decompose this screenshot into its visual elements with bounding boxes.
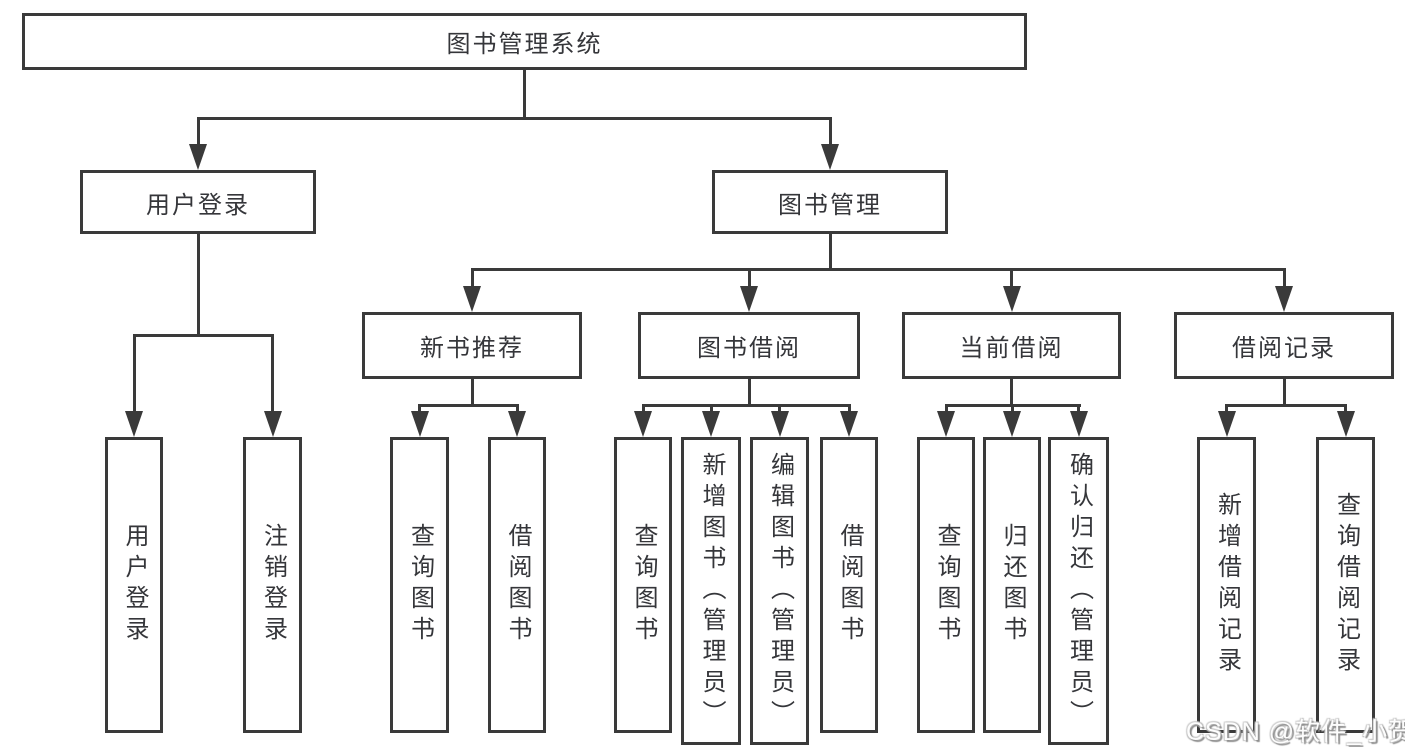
connector-line	[196, 118, 200, 146]
node-leaf-return-book: 归还图书	[983, 437, 1041, 733]
connector-line	[515, 405, 519, 413]
node-current-borrow: 当前借阅	[902, 312, 1121, 379]
connector-line	[196, 234, 200, 337]
connector-line	[470, 269, 474, 288]
connector-line	[641, 405, 645, 413]
node-leaf-query-book-1: 查询图书	[390, 437, 449, 733]
connector-line	[1225, 403, 1347, 407]
arrow-down-icon	[937, 411, 955, 437]
node-root-system: 图书管理系统	[22, 13, 1027, 70]
connector-line	[828, 118, 832, 146]
arrow-down-icon	[821, 144, 839, 170]
connector-line	[196, 116, 832, 120]
connector-line	[418, 403, 519, 407]
arrow-down-icon	[840, 411, 858, 437]
connector-line	[1282, 379, 1286, 407]
connector-line	[1010, 405, 1014, 413]
arrow-down-icon	[1217, 411, 1236, 437]
connector-line	[470, 379, 474, 407]
node-leaf-query-book-3: 查询图书	[917, 437, 975, 733]
connector-line	[1344, 405, 1347, 413]
arrow-down-icon	[410, 411, 429, 437]
node-leaf-add-borrow-record: 新增借阅记录	[1197, 437, 1256, 733]
connector-line	[709, 405, 713, 413]
node-leaf-borrow-book-2: 借阅图书	[820, 437, 878, 733]
connector-line	[778, 405, 781, 413]
connector-line	[1282, 269, 1286, 288]
connector-line	[1077, 405, 1080, 413]
arrow-down-icon	[634, 411, 652, 437]
connector-line	[1225, 405, 1228, 413]
node-book-management-module: 图书管理	[712, 170, 948, 234]
arrow-down-icon	[508, 411, 526, 437]
connector-line	[470, 267, 1286, 271]
connector-line	[847, 405, 851, 413]
connector-line	[271, 335, 274, 413]
arrow-down-icon	[1069, 411, 1088, 437]
node-leaf-logout: 注销登录	[243, 437, 302, 733]
arrow-down-icon	[702, 411, 720, 437]
connector-line	[747, 379, 751, 407]
node-leaf-query-borrow-record: 查询借阅记录	[1316, 437, 1375, 733]
node-user-login-module: 用户登录	[80, 170, 316, 234]
arrow-down-icon	[1336, 411, 1355, 437]
arrow-down-icon	[1003, 411, 1021, 437]
node-new-book-recommend: 新书推荐	[362, 312, 582, 379]
connector-line	[1010, 269, 1013, 288]
arrow-down-icon	[1275, 286, 1293, 312]
connector-line	[747, 269, 751, 288]
node-borrow-record: 借阅记录	[1174, 312, 1394, 379]
arrow-down-icon	[740, 286, 758, 312]
node-leaf-edit-book-admin: 编辑图书（管理员）	[750, 437, 809, 745]
node-leaf-borrow-book-1: 借阅图书	[488, 437, 546, 733]
arrow-down-icon	[463, 286, 481, 312]
watermark: CSDN @软件_小贺同学	[1186, 718, 1405, 746]
node-leaf-add-book-admin: 新增图书（管理员）	[681, 437, 741, 745]
arrow-down-icon	[125, 411, 143, 437]
connector-line	[418, 405, 421, 413]
arrow-down-icon	[770, 411, 789, 437]
node-leaf-confirm-return-admin: 确认归还（管理员）	[1048, 437, 1109, 745]
connector-line	[1010, 379, 1013, 407]
arrow-down-icon	[1002, 286, 1021, 312]
arrow-down-icon	[189, 144, 207, 170]
connector-line	[132, 333, 274, 337]
node-leaf-user-login: 用户登录	[105, 437, 163, 733]
connector-line	[828, 234, 832, 271]
connector-line	[132, 335, 136, 413]
connector-line	[944, 405, 948, 413]
node-book-borrow: 图书借阅	[638, 312, 860, 379]
arrow-down-icon	[263, 411, 282, 437]
connector-line	[641, 403, 851, 407]
connector-line	[522, 70, 526, 119]
node-leaf-query-book-2: 查询图书	[614, 437, 672, 733]
